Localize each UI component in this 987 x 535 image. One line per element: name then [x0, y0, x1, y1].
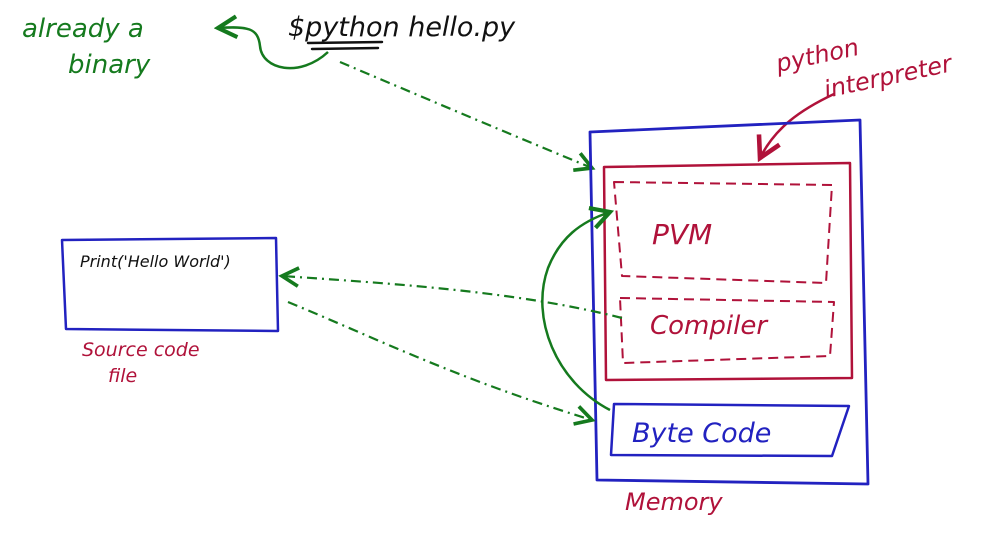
memory-box — [588, 118, 870, 486]
note-line-2: binary — [68, 50, 151, 80]
pvm-box — [613, 181, 833, 284]
interpreter-box — [602, 161, 854, 382]
source-code-text: Print('Hello World') — [80, 252, 231, 271]
compiler-box — [619, 297, 835, 364]
source-file-box — [60, 236, 280, 333]
note-arrow — [218, 27, 329, 70]
memory-label: Memory — [625, 488, 723, 516]
bytecode-label: Byte Code — [632, 418, 771, 449]
interpreter-pointer-arrow — [760, 92, 835, 158]
compile-to-bytecode-arrow — [287, 300, 592, 420]
bytecode-box — [609, 402, 851, 458]
pvm-label: PVM — [652, 218, 712, 251]
launch-arrow — [339, 60, 592, 168]
command-underline — [306, 40, 384, 51]
bytecode-to-pvm-arrow — [541, 212, 610, 412]
note-line-1: already a — [22, 14, 144, 44]
compiler-label: Compiler — [650, 311, 769, 341]
command-text: $python hello.py — [288, 12, 516, 43]
source-label-line-2: file — [108, 365, 137, 387]
source-label-line-1: Source code — [82, 339, 200, 361]
compiler-read-arrow — [282, 276, 623, 320]
